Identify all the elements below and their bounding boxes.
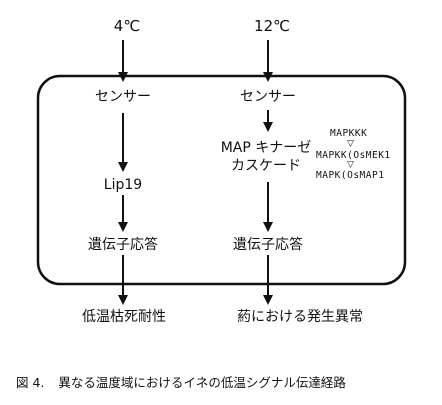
map-kinase-label-line1: MAP キナーゼ — [220, 140, 312, 156]
mapk-osmap1-label: MAPK(OsMAP1 — [316, 170, 385, 181]
figure-caption: 図 4. 異なる温度域におけるイネの低温シグナル伝達経路 — [16, 372, 346, 391]
temperature-4c-label: 4℃ — [113, 17, 141, 35]
sensor-left-label: センサー — [95, 89, 151, 105]
gene-response-left-label: 遺伝子応答 — [88, 237, 158, 253]
triangle-down-icon-2: ▽ — [347, 160, 354, 170]
map-kinase-label-line2: カスケード — [231, 158, 301, 174]
outcome-cold-tolerance-label: 低温枯死耐性 — [82, 309, 166, 325]
temperature-12c-label: 12℃ — [254, 17, 290, 35]
figure-caption-text: 異なる温度域におけるイネの低温シグナル伝達経路 — [58, 375, 346, 390]
pathway-diagram — [36, 40, 407, 305]
sensor-right-label: センサー — [240, 89, 296, 105]
mapkk-osmek1-label: MAPKK(OsMEK1 — [316, 150, 391, 161]
gene-response-right-label: 遺伝子応答 — [233, 237, 303, 253]
figure-number: 図 4. — [16, 375, 45, 390]
cell-boundary-box — [36, 74, 407, 286]
triangle-down-icon-1: ▽ — [347, 139, 354, 149]
mapkkk-label: MAPKKK — [330, 128, 368, 139]
outcome-anther-abnormality-label: 葯における発生異常 — [237, 309, 363, 325]
lip19-label: Lip19 — [103, 177, 143, 193]
